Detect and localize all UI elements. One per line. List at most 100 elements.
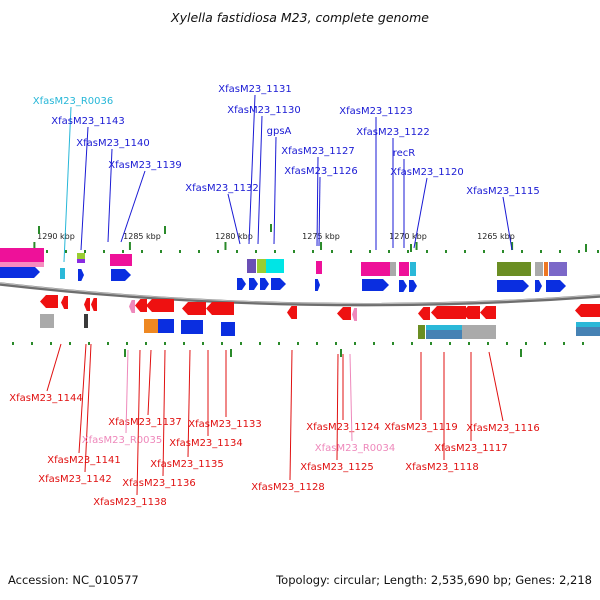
- track-dot: [297, 342, 299, 345]
- reverse-label-leader: [187, 349, 191, 458]
- forward-feature-block: [390, 262, 396, 276]
- track-dot: [445, 250, 447, 253]
- forward-gene-arrow: [546, 280, 566, 292]
- forward-label-leader: [316, 156, 319, 247]
- scale-tick-label: 1275 kbp: [302, 232, 340, 241]
- track-dot: [430, 342, 432, 345]
- track-dot: [126, 342, 128, 345]
- reverse-gene-arrow: [146, 299, 174, 312]
- reverse-feature-block: [462, 325, 480, 339]
- map-title: Xylella fastidiosa M23, complete genome: [170, 10, 429, 25]
- track-dot: [597, 250, 599, 253]
- forward-label-leader: [318, 176, 321, 247]
- reverse-label-leader: [349, 353, 353, 442]
- forward-gene-label: XfasM23_R0036: [33, 96, 113, 107]
- track-major-tick: [164, 226, 166, 234]
- reverse-gene-label: XfasM23_1117: [434, 443, 508, 454]
- forward-gene-label: XfasM23_1132: [185, 183, 259, 194]
- reverse-label-leader: [162, 349, 166, 477]
- forward-gene-label: gpsA: [267, 126, 292, 137]
- scale-tick-label: 1270 kbp: [389, 232, 427, 241]
- track-dot: [179, 250, 181, 253]
- reverse-gene-arrow: [91, 298, 97, 311]
- forward-feature-block: [410, 262, 416, 276]
- track-major-tick: [124, 349, 126, 357]
- reverse-feature-block: [576, 322, 600, 327]
- track-dot: [221, 342, 223, 345]
- forward-gene-label: XfasM23_1131: [218, 84, 292, 95]
- reverse-gene-arrow: [287, 306, 297, 319]
- forward-feature-block: [535, 262, 543, 276]
- reverse-gene-label: XfasM23_1136: [122, 478, 196, 489]
- forward-gene-arrow: [0, 266, 40, 278]
- forward-gene-arrow: [260, 278, 269, 290]
- forward-label-leader: [80, 126, 89, 251]
- forward-label-leader: [63, 106, 72, 263]
- reverse-gene-label: XfasM23_1119: [384, 422, 458, 433]
- forward-gene-label: XfasM23_1123: [339, 106, 413, 117]
- track-major-tick: [38, 226, 40, 234]
- reverse-feature-block: [40, 314, 54, 328]
- forward-feature-block: [257, 259, 266, 273]
- forward-gene-arrow: [237, 278, 246, 290]
- forward-label-leader: [502, 196, 513, 251]
- track-major-tick: [270, 224, 272, 232]
- track-dot: [331, 250, 333, 253]
- forward-gene-label: XfasM23_1115: [466, 186, 540, 197]
- track-dot: [50, 342, 52, 345]
- scale-tick-label: 1265 kbp: [477, 232, 515, 241]
- forward-feature-block: [110, 254, 132, 266]
- forward-gene-arrow: [362, 279, 389, 291]
- track-dot: [65, 250, 67, 253]
- reverse-gene-label: XfasM23_1137: [108, 417, 182, 428]
- track-dot: [483, 250, 485, 253]
- track-dot: [259, 342, 261, 345]
- reverse-feature-block: [480, 325, 496, 339]
- reverse-gene-label: XfasM23_1134: [169, 438, 243, 449]
- forward-label-leader: [227, 193, 241, 245]
- forward-gene-labels: XfasM23_R0036XfasM23_1143XfasM23_1140Xfa…: [33, 84, 540, 263]
- reverse-gene-arrow: [431, 306, 466, 319]
- reverse-label-leader: [84, 343, 92, 473]
- track-dot: [502, 250, 504, 253]
- track-dot: [449, 342, 451, 345]
- reverse-gene-arrow: [135, 299, 147, 312]
- forward-gene-label: XfasM23_1139: [108, 160, 182, 171]
- track-dot: [84, 250, 86, 253]
- track-dot: [369, 250, 371, 253]
- track-major-tick: [340, 349, 342, 357]
- reverse-gene-label: XfasM23_1116: [466, 423, 540, 434]
- track-dot: [122, 250, 124, 253]
- track-dot: [316, 342, 318, 345]
- track-dot: [160, 250, 162, 253]
- forward-gene-arrow: [409, 280, 417, 292]
- reverse-gene-label: XfasM23_1128: [251, 482, 325, 493]
- track-dot: [278, 342, 280, 345]
- track-dot: [183, 342, 185, 345]
- scale-tick-label: 1285 kbp: [123, 232, 161, 241]
- reverse-gene-label: XfasM23_1118: [405, 462, 479, 473]
- reverse-label-leader: [289, 349, 293, 481]
- reverse-feature-block: [426, 325, 462, 330]
- forward-gene-label: XfasM23_1122: [356, 127, 430, 138]
- reverse-gene-arrow: [206, 302, 234, 315]
- reverse-strand-features: [40, 295, 600, 339]
- reverse-gene-label: XfasM23_R0034: [315, 443, 395, 454]
- track-dot: [426, 250, 428, 253]
- forward-gene-arrow: [497, 280, 529, 292]
- track-major-tick: [520, 349, 522, 357]
- forward-gene-label: XfasM23_1126: [284, 166, 358, 177]
- track-dot: [141, 250, 143, 253]
- forward-gene-arrow: [315, 279, 320, 291]
- forward-label-leader: [413, 177, 428, 249]
- scale-tick-label: 1290 kbp: [37, 232, 75, 241]
- forward-gene-label: XfasM23_1130: [227, 105, 301, 116]
- track-dot: [487, 342, 489, 345]
- reverse-gene-label: XfasM23_1141: [47, 455, 121, 466]
- forward-label-leader: [120, 170, 146, 243]
- reverse-label-leader: [46, 343, 62, 392]
- reverse-gene-arrow: [337, 307, 351, 320]
- track-dot: [544, 342, 546, 345]
- forward-label-leader: [107, 148, 113, 243]
